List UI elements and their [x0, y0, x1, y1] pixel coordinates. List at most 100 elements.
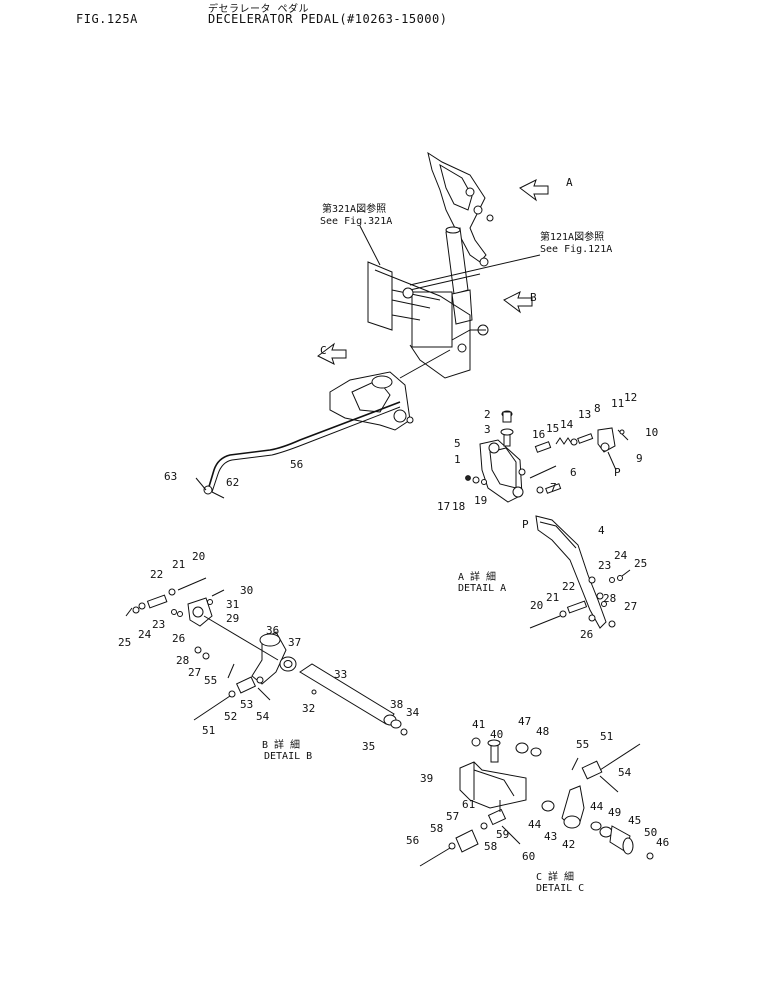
part-number-c-59: 59: [496, 828, 509, 841]
part-number-c-44b: 44: [590, 800, 604, 813]
arrow-a: [519, 179, 549, 202]
part-number-b-35: 35: [362, 740, 375, 753]
part-number-b-38: 38: [390, 698, 403, 711]
part-number-b-25: 25: [118, 636, 131, 649]
detail-b-drawing: [125, 577, 408, 736]
part-number-c-57: 57: [446, 810, 459, 823]
reference-121-en: See Fig.121A: [540, 244, 612, 255]
part-number-b-51: 51: [202, 724, 215, 737]
part-number-c-51: 51: [600, 730, 613, 743]
part-number-a-24: 24: [614, 549, 628, 562]
part-number-b-29: 29: [226, 612, 239, 625]
part-number-c-47: 47: [518, 715, 531, 728]
part-number-c-61: 61: [462, 798, 475, 811]
part-number-c-54: 54: [618, 766, 632, 779]
part-number-a-19: 19: [474, 494, 487, 507]
part-number-62: 62: [226, 476, 239, 489]
part-number-a-13: 13: [578, 408, 591, 421]
part-number-a-p2: P: [522, 518, 529, 531]
part-number-b-27: 27: [188, 666, 201, 679]
part-number-c-48: 48: [536, 725, 549, 738]
part-number-56: 56: [290, 458, 303, 471]
page-title: DECELERATOR PEDAL(#10263-15000): [208, 12, 448, 26]
part-number-b-54: 54: [256, 710, 270, 723]
part-number-a-21: 21: [546, 591, 559, 604]
detail-b-numbers: 20 21 22 23 24 25 26 27 28 29 30 31 36 3…: [118, 550, 420, 753]
part-number-b-37: 37: [288, 636, 301, 649]
reference-121-jp: 第121A図参照: [540, 230, 604, 243]
part-number-b-21: 21: [172, 558, 185, 571]
detail-a-numbers: 2 3 5 1 16 15 14 13 8 11 12 10 9 P 6 7 1…: [437, 391, 658, 641]
part-number-b-26: 26: [172, 632, 185, 645]
part-number-c-39: 39: [420, 772, 433, 785]
part-number-c-43: 43: [544, 830, 557, 843]
detail-c-label: DETAIL C: [536, 883, 584, 894]
part-number-a-5: 5: [454, 437, 461, 450]
part-number-c-45: 45: [628, 814, 641, 827]
arrow-b: [503, 291, 533, 314]
part-number-c-50: 50: [644, 826, 657, 839]
part-number-b-52: 52: [224, 710, 237, 723]
part-number-b-22: 22: [150, 568, 163, 581]
part-number-a-26: 26: [580, 628, 593, 641]
part-number-c-42: 42: [562, 838, 575, 851]
detail-c-label-jp: C 詳 細: [536, 870, 574, 883]
part-number-a-25: 25: [634, 557, 647, 570]
part-number-a-18: 18: [452, 500, 465, 513]
part-number-b-53: 53: [240, 698, 253, 711]
part-number-b-31: 31: [226, 598, 239, 611]
part-number-c-40: 40: [490, 728, 503, 741]
detail-a-drawing: [465, 410, 631, 629]
detail-b-label: DETAIL B: [264, 751, 312, 762]
part-number-c-56: 56: [406, 834, 419, 847]
part-number-a-9: 9: [636, 452, 643, 465]
part-number-b-33: 33: [334, 668, 347, 681]
part-number-a-16: 16: [532, 428, 545, 441]
japanese-title: デセラレータ ペダル: [208, 4, 310, 15]
part-number-a-15: 15: [546, 422, 559, 435]
figure-label: FIG.125A: [76, 12, 138, 26]
detail-a-label-jp: A 詳 細: [458, 570, 496, 583]
detail-b-label-jp: B 詳 細: [262, 738, 300, 751]
part-number-b-55: 55: [204, 674, 217, 687]
part-number-c-58a: 58: [430, 822, 443, 835]
part-number-a-22: 22: [562, 580, 575, 593]
part-number-a-4: 4: [598, 524, 605, 537]
part-number-a-11: 11: [611, 397, 624, 410]
part-number-b-30: 30: [240, 584, 253, 597]
detail-a-label: DETAIL A: [458, 583, 506, 594]
detail-c-drawing: [419, 737, 654, 867]
part-number-c-46: 46: [656, 836, 669, 849]
detail-c-numbers: 41 40 47 48 39 61 55 51 54 44 43 42 44 4…: [406, 715, 669, 863]
reference-321-jp: 第321A図参照: [322, 202, 386, 215]
part-number-c-44a: 44: [528, 818, 542, 831]
part-number-a-23: 23: [598, 559, 611, 572]
part-number-b-32: 32: [302, 702, 315, 715]
part-number-a-28: 28: [603, 592, 616, 605]
main-assembly: [195, 151, 549, 499]
part-number-b-24: 24: [138, 628, 152, 641]
part-number-c-60: 60: [522, 850, 535, 863]
part-number-a-2: 2: [484, 408, 491, 421]
part-number-b-20: 20: [192, 550, 205, 563]
view-arrow-label-b: B: [530, 291, 537, 304]
part-number-b-36: 36: [266, 624, 279, 637]
view-arrow-label-c: C: [320, 344, 327, 357]
arrow-c: [317, 342, 347, 365]
part-number-a-20: 20: [530, 599, 543, 612]
part-number-a-6: 6: [570, 466, 577, 479]
part-number-c-55: 55: [576, 738, 589, 751]
part-number-c-58b: 58: [484, 840, 497, 853]
part-number-a-10: 10: [645, 426, 658, 439]
part-number-a-7: 7: [550, 481, 557, 494]
part-number-a-27: 27: [624, 600, 637, 613]
part-number-a-12: 12: [624, 391, 637, 404]
part-number-a-3: 3: [484, 423, 491, 436]
part-number-a-p1: P: [614, 466, 621, 479]
part-number-a-14: 14: [560, 418, 574, 431]
part-number-c-49: 49: [608, 806, 621, 819]
part-number-63: 63: [164, 470, 177, 483]
part-number-b-28: 28: [176, 654, 189, 667]
view-arrow-label-a: A: [566, 176, 573, 189]
